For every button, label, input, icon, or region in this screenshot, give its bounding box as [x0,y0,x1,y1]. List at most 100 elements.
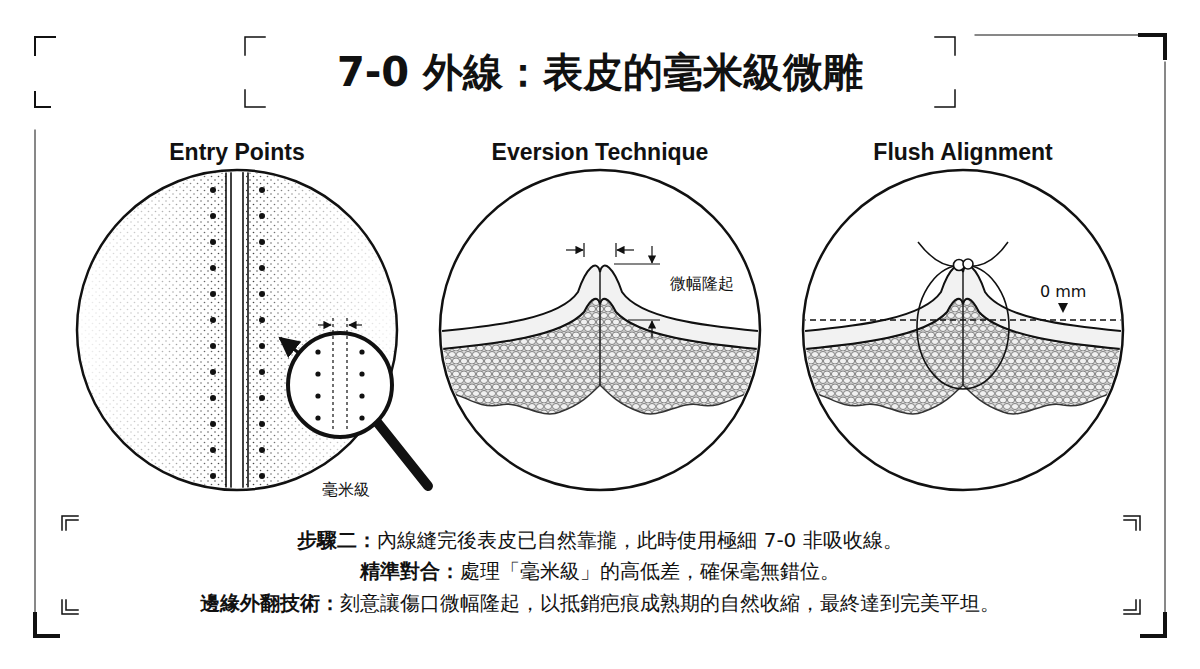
entry-points-figure-part-part-part [259,187,265,193]
entry-points-figure-part-part-part [259,369,265,375]
caption-text: 處理「毫米級」的高低差，確保毫無錯位。 [460,559,840,583]
eversion-figure-part [617,249,634,250]
frame-brackets-part [975,35,1145,36]
eversion-figure-part [651,246,652,263]
flush-alignment-figure-part-part-part [917,265,1009,389]
view-heading: Entry Points [57,139,417,166]
flush-alignment-figure-part-part [793,265,1133,414]
frame-brackets-part [935,37,955,55]
entry-points-figure-part-part [315,415,320,420]
frame-brackets-part [62,600,78,614]
caption-text: 刻意讓傷口微幅隆起，以抵銷疤痕成熟期的自然收縮，最終達到完美平坦。 [340,591,1000,615]
flush-alignment-figure [793,170,1133,490]
frame-brackets-part [62,516,78,530]
circle-view: Flush Alignment0 mm [803,170,1123,490]
entry-points-figure-part [77,170,397,490]
entry-points-figure-part-part [315,393,320,398]
entry-points-figure-part-part [226,165,248,495]
eversion-figure-part-part-part [599,272,600,385]
entry-points-figure-part [288,333,392,437]
entry-points-figure-part-part [315,349,320,354]
entry-points-figure-part-part-part [259,239,265,245]
frame-brackets-part [35,92,50,107]
flush-alignment-figure-part [963,259,973,269]
entry-points-figure-part-part-part [259,291,265,297]
entry-points-figure-part-part [359,349,364,354]
entry-points-figure-part-part-part [259,265,265,271]
entry-points-figure-part [377,422,428,486]
flush-alignment-figure-part-part-part [962,272,963,385]
title: 7-0 外線：表皮的毫米級微雕 [245,47,955,97]
frame-brackets-part [1142,614,1165,636]
view-label: 0 mm [1038,282,1088,302]
entry-points-figure-part-part [359,371,364,376]
eversion-figure-part [651,321,652,338]
caption-prefix: 步驟二： [297,528,377,552]
entry-points-figure-part-part-part [210,317,216,323]
entry-points-figure [77,165,428,495]
view-heading: Eversion Technique [420,139,780,166]
entry-points-figure-part-part-part [210,291,216,297]
eversion-figure-part [430,266,770,414]
eversion-figure-part-part [430,266,770,414]
caption-line: 精準對合：處理「毫米級」的高低差，確保毫無錯位。 [70,558,1130,584]
frame-brackets-part [35,37,55,55]
entry-points-figure-part-part-part [210,187,216,193]
caption-line: 邊緣外翻技術：刻意讓傷口微幅隆起，以抵銷疤痕成熟期的自然收縮，最終達到完美平坦。 [70,590,1130,616]
entry-points-figure-part-part [210,187,265,479]
entry-points-figure-part-part-part [259,421,265,427]
entry-points-figure-part-part-part [210,213,216,219]
frame-brackets-part [1140,35,1165,58]
frame-brackets [35,35,1165,636]
entry-points-figure-part-part-part [210,369,216,375]
frame-brackets-part [35,130,36,612]
entry-points-figure-part-part-part [210,343,216,349]
entry-points-figure-part-part-part [210,265,216,271]
flush-alignment-figure-part [1058,303,1068,313]
circle-view: Eversion Technique微幅隆起 [440,170,760,490]
entry-points-figure-part-part-part [259,317,265,323]
eversion-figure-part [440,170,760,490]
frame-brackets-part [245,37,265,55]
eversion-figure-part [566,249,583,250]
entry-points-figure-part-part-part [259,213,265,219]
caption-text: 內線縫完後表皮已自然靠攏，此時使用極細 7-0 非吸收線。 [377,528,902,552]
frame-brackets-part [35,614,58,636]
frame-brackets-part [1165,62,1166,612]
view-label: 毫米級 [320,480,372,500]
view-heading: Flush Alignment [783,139,1143,166]
frame-brackets-part [245,90,265,107]
circle-view: Entry Points毫米級 [77,170,397,490]
entry-points-figure-part [77,165,397,495]
frame-brackets-part [1124,600,1140,614]
caption-prefix: 邊緣外翻技術： [200,591,340,615]
view-label: 微幅隆起 [668,274,736,294]
entry-points-figure-part [315,349,364,420]
frame-brackets-part [935,90,955,107]
entry-points-figure-part [318,324,331,325]
flush-alignment-figure-part-part [800,319,1126,320]
entry-points-figure-part-part-part [259,343,265,349]
entry-points-figure-part-part-part [210,239,216,245]
flush-alignment-figure-part [793,265,1133,414]
caption-line: 步驟二：內線縫完後表皮已自然靠攏，此時使用極細 7-0 非吸收線。 [70,527,1130,553]
entry-points-figure-part-part-part [210,473,216,479]
caption-prefix: 精準對合： [360,559,460,583]
entry-points-figure-part-part-part [259,447,265,453]
entry-points-figure-part-part-part [259,473,265,479]
eversion-figure-part [584,243,616,257]
entry-points-figure-part [333,318,347,430]
entry-points-figure-part-part [359,393,364,398]
eversion-figure-part [614,264,660,320]
entry-points-figure-part-part-part [210,395,216,401]
entry-points-figure-part-part-part [259,395,265,401]
eversion-figure [430,170,770,490]
flush-alignment-figure-part [803,170,1123,490]
entry-points-figure-part-part-part [210,421,216,427]
frame-brackets-part [1124,516,1140,530]
entry-points-figure-part-part [315,371,320,376]
entry-points-figure-part-part [359,415,364,420]
entry-points-figure-part [349,324,362,325]
entry-points-figure-part [280,338,300,354]
